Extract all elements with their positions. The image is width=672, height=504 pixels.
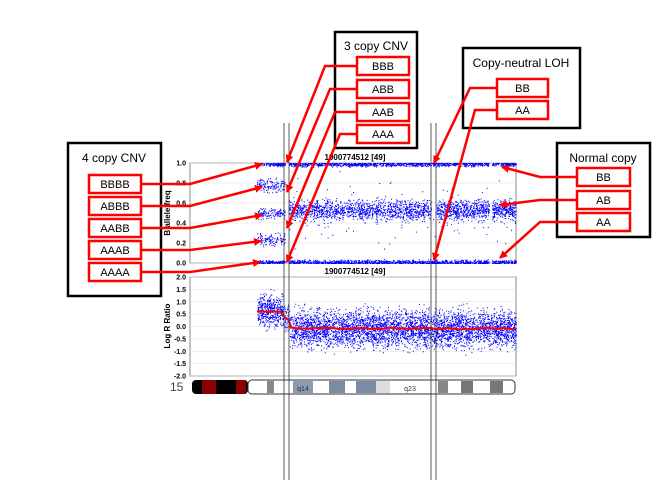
y-tick-label: 0.6 [176, 201, 186, 208]
y-tick-label: -1.0 [174, 349, 186, 356]
lrr-segment-line [257, 310, 516, 331]
arrow [499, 220, 577, 259]
data-points [257, 177, 286, 194]
band [490, 381, 503, 393]
arrow [141, 212, 263, 230]
genotype-label: AAAA [100, 267, 130, 279]
genotype-label: ABBB [100, 201, 129, 213]
region-boundaries [283, 123, 437, 480]
arrow [141, 259, 261, 274]
y-tick-label: 0.0 [176, 261, 186, 268]
arrow [285, 87, 357, 193]
data-points [257, 208, 286, 221]
band [329, 381, 345, 393]
genotype-label: AAB [372, 107, 394, 119]
band [267, 381, 274, 393]
band [376, 381, 390, 393]
y-tick-label: 2.0 [176, 275, 186, 282]
y-tick-label: 1.0 [176, 161, 186, 168]
genotype-label: BB [515, 83, 530, 95]
band-label-q23: q23 [404, 386, 416, 393]
band [461, 381, 473, 393]
genotype-label: ABB [372, 84, 394, 96]
three-copy-box: 3 copy CNV BBB ABB AAB AAA [333, 30, 419, 150]
band [356, 381, 376, 393]
y-tick-label: -1.5 [174, 361, 186, 368]
data-points [289, 163, 517, 168]
data-points [257, 163, 286, 168]
data-points [290, 303, 517, 356]
arrow [432, 86, 497, 164]
arrow [499, 198, 577, 209]
chromosome-ideogram: 15 q14 q23 [170, 379, 516, 395]
genotype-label: AAAB [100, 245, 129, 257]
arrow [285, 132, 357, 263]
arrow [141, 184, 263, 208]
arrow [141, 237, 262, 252]
data-points [257, 289, 284, 332]
box-title: Copy-neutral LOH [473, 56, 570, 70]
genotype-label: AAA [372, 129, 395, 141]
arrow [285, 110, 357, 229]
band-label-q14: q14 [297, 386, 309, 393]
arrow [501, 164, 577, 179]
loh-box: Copy-neutral LOH BB AA [461, 46, 582, 130]
genotype-label: AABB [100, 223, 129, 235]
y-tick-label: -0.5 [174, 336, 186, 343]
baf-plot: 1.00.80.60.40.20.0 1900774512 [49] B all… [163, 153, 517, 268]
band [202, 380, 216, 394]
baf-ylabel: B allele freq [163, 190, 172, 235]
data-points [289, 196, 432, 225]
genotype-label: AB [596, 195, 611, 207]
lrr-plot: 2.0 1.5 1.0 0.5 0.0 -0.5 -1.0 -1.5 -2.0 19007745… [163, 267, 517, 381]
four-copy-box: 4 copy CNV BBBB ABBB AABB AAAB AAAA [66, 141, 163, 298]
data-points [289, 259, 517, 264]
y-tick-label: 0.2 [176, 241, 186, 248]
genotype-label: BBBB [100, 179, 129, 191]
box-title: 4 copy CNV [82, 151, 146, 165]
y-tick-label: -2.0 [174, 374, 186, 381]
arrow [431, 108, 497, 261]
box-title: 3 copy CNV [344, 39, 408, 53]
y-tick-label: 1.5 [176, 287, 186, 294]
y-tick-label: 0.0 [176, 324, 186, 331]
box-title: Normal copy [569, 151, 636, 165]
data-points [284, 304, 291, 333]
lrr-ylabel: Log R Ratio [163, 303, 172, 348]
chromosome-number: 15 [170, 380, 184, 394]
band-q14 [293, 381, 313, 393]
genotype-label: BB [596, 172, 611, 184]
y-tick-label: 1.0 [176, 299, 186, 306]
genotype-label: BBB [372, 61, 394, 73]
y-tick-label: 0.5 [176, 312, 186, 319]
data-points [436, 196, 517, 224]
genotype-label: AA [596, 217, 611, 229]
y-tick-label: 0.4 [176, 221, 186, 228]
data-points [257, 260, 286, 264]
baf-header: 1900774512 [49] [325, 153, 386, 162]
band [438, 381, 448, 393]
arrow [285, 64, 357, 163]
genotype-label: AA [515, 105, 530, 117]
band [236, 380, 246, 394]
arrow [141, 162, 263, 186]
lrr-header: 1900774512 [49] [325, 267, 386, 276]
data-points [257, 232, 286, 248]
